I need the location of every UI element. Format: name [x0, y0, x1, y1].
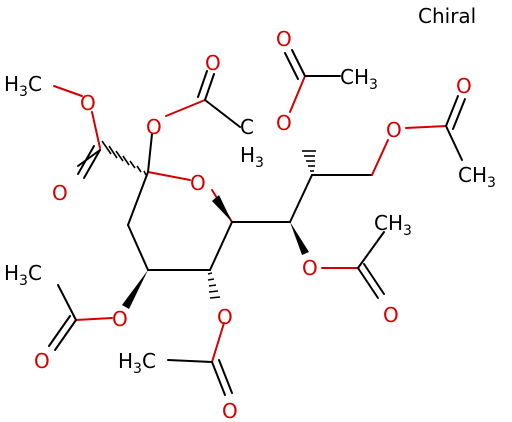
bond-c2-c3	[127, 171, 149, 226]
atom-o-ester-carbonyl: O	[52, 181, 68, 205]
bond-ester-c-oether	[91, 111, 101, 149]
atom-o-c7-carbonyl: O	[383, 303, 399, 327]
bond-c5oac-me	[167, 359, 213, 363]
bond-ester-oether-me	[53, 85, 83, 97]
atom-o-c2-carbonyl: O	[205, 51, 221, 75]
bond-c9oac-co-1	[445, 95, 459, 127]
atom-o-ester-ether: O	[80, 91, 96, 115]
bond-c9oac-me	[445, 125, 463, 161]
hash-c8-o	[302, 150, 316, 172]
label-c4-acetyl-methyl: H3C	[4, 261, 42, 289]
wedge-c6-h	[212, 195, 232, 222]
bond-c2oac-co-1	[204, 73, 215, 101]
bond-ester-co-1	[83, 149, 101, 179]
atom-o-c8-acetoxy: O	[276, 111, 292, 135]
bond-c9oac-co-2	[452, 98, 466, 130]
bond-c8oac-c	[289, 75, 306, 113]
bond-c4oac-co-2	[48, 315, 71, 347]
bond-c5oac-c	[211, 322, 225, 363]
bond-oring-c2	[147, 171, 191, 181]
bond-c5-c6	[209, 221, 233, 271]
label-c2-acetyl-methyl-c: C	[240, 115, 254, 139]
label-c9-acetyl-methyl: CH3	[458, 163, 496, 191]
hash-c5-o	[207, 272, 221, 299]
bond-c8oac-co-2	[284, 52, 299, 80]
bond-c3-c4	[127, 224, 149, 271]
bond-c9oac-c	[405, 125, 447, 129]
bond-c4oac-co-1	[54, 319, 77, 351]
bond-c8oac-co-1	[291, 49, 306, 77]
bond-c4oac-c	[75, 317, 113, 321]
bond-c7oac-me	[357, 231, 385, 269]
hash-c2-ester	[101, 140, 147, 176]
bond-ester-c-co	[77, 149, 101, 167]
wedge-c7-o	[290, 222, 309, 255]
bond-c5oac-co-2	[218, 359, 233, 394]
label-c8-acetyl-methyl: CH3	[340, 65, 378, 93]
bond-c2-oac	[147, 133, 153, 173]
wedge-c4-o	[122, 270, 148, 309]
label-c7-acetyl-methyl: CH3	[374, 211, 412, 239]
bond-c7oac-co-2	[363, 263, 385, 295]
atom-o-c4-acetoxy: O	[112, 307, 128, 331]
bond-ester-co-2	[77, 145, 95, 175]
atom-o-ring: O	[190, 171, 206, 195]
bond-c4oac-me	[57, 284, 77, 321]
atom-o-c2-acetoxy: O	[146, 115, 162, 139]
bond-c7oac-co-1	[357, 267, 379, 299]
chiral-label: Chiral	[418, 4, 476, 28]
bond-c2oac-me	[204, 99, 241, 128]
bond-c2oac-c	[165, 99, 206, 117]
label-ester-methyl: H3C	[4, 72, 42, 100]
atom-o-c7-acetoxy: O	[302, 256, 318, 280]
atom-o-c4-carbonyl: O	[34, 349, 50, 373]
bond-c5oac-co-1	[211, 361, 226, 396]
atom-o-c5-acetoxy: O	[217, 305, 233, 329]
label-c5-acetyl-methyl: H3C	[118, 349, 156, 377]
label-c2-acetyl-methyl-h: H3	[240, 143, 264, 171]
bond-c9-o	[371, 139, 389, 176]
bond-c2oac-co-2	[197, 70, 208, 98]
atom-o-c9-acetoxy: O	[386, 118, 402, 142]
atom-o-c5-carbonyl: O	[222, 399, 238, 422]
atom-o-c8-carbonyl: O	[276, 27, 292, 51]
bond-c7-c8	[289, 174, 313, 223]
atom-o-c9-carbonyl: O	[456, 74, 472, 98]
